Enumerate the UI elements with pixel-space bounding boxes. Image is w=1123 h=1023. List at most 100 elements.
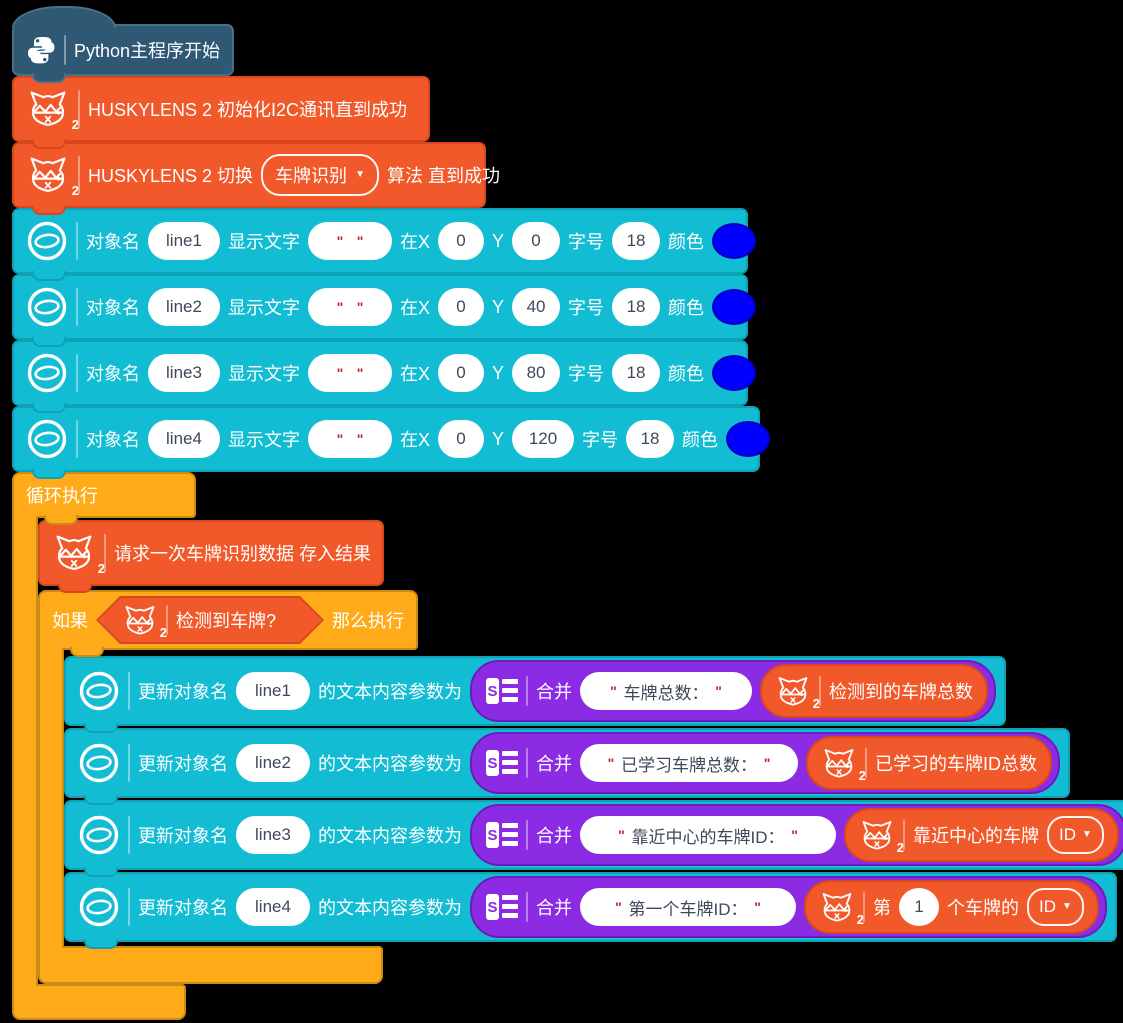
x-input[interactable]: 0 <box>438 354 485 392</box>
display-text-input[interactable]: " " <box>308 288 392 326</box>
font-size-label: 字号 <box>568 298 605 318</box>
python-start-hat-block[interactable]: Python主程序开始 <box>12 6 234 83</box>
chevron-down-icon: ▼ <box>1062 901 1072 912</box>
join-text-input[interactable]: " 第一个车牌ID： " <box>580 888 796 926</box>
font-size-label: 字号 <box>568 232 605 252</box>
huskylens-version-badge: 2 <box>71 117 79 132</box>
color-swatch[interactable] <box>712 289 757 325</box>
at-x-label: 在X <box>400 364 431 384</box>
quote-mark: " <box>610 683 617 699</box>
quote-mark: " <box>715 683 722 699</box>
object-name-input[interactable]: line1 <box>148 222 220 260</box>
chevron-down-icon: ▼ <box>1082 829 1092 840</box>
huskylens-init-block[interactable]: 2 HUSKYLENS 2 初始化I2C通讯直到成功 <box>12 76 430 149</box>
huskylens-request-block[interactable]: 2 请求一次车牌识别数据 存入结果 <box>38 520 384 593</box>
y-label: Y <box>492 230 505 251</box>
quote-mark: " <box>336 431 344 447</box>
join-text-input[interactable]: " 已学习车牌总数： " <box>580 744 798 782</box>
loop-forever-block[interactable]: 循环执行 <box>12 472 196 525</box>
if-block[interactable]: 如果 2 检测到车牌? 那么执行 <box>38 590 418 657</box>
y-input[interactable]: 120 <box>512 420 575 458</box>
object-name-label: 对象名 <box>86 232 140 252</box>
switch-block-prefix: HUSKYLENS 2 切换 <box>88 166 254 186</box>
object-name-input[interactable]: line4 <box>148 420 220 458</box>
object-name-input[interactable]: line2 <box>236 744 310 782</box>
display-text-value <box>345 297 354 317</box>
color-swatch[interactable] <box>712 355 757 391</box>
quote-mark: " <box>336 365 344 381</box>
object-name-label: 对象名 <box>86 430 140 450</box>
object-name-input[interactable]: line2 <box>148 288 220 326</box>
x-input[interactable]: 0 <box>438 420 485 458</box>
font-size-input[interactable]: 18 <box>612 288 661 326</box>
object-name-value: line3 <box>166 363 202 382</box>
x-input[interactable]: 0 <box>438 288 485 326</box>
huskylens-switch-algorithm-block[interactable]: 2 HUSKYLENS 2 切换 车牌识别 ▼ 算法 直到成功 <box>12 142 500 215</box>
font-size-input[interactable]: 18 <box>612 222 661 260</box>
object-name-input[interactable]: line3 <box>236 816 310 854</box>
display-icon <box>78 742 120 784</box>
plate-index-input[interactable]: 1 <box>899 888 939 926</box>
update-text-block[interactable]: 更新对象名 line3 的文本内容参数为 S 合并 " 靠近中心的车牌ID： "… <box>64 800 1123 877</box>
at-x-label: 在X <box>400 298 431 318</box>
update-text-block[interactable]: 更新对象名 line4 的文本内容参数为 S 合并 " 第一个车牌ID： " 2… <box>64 872 1117 949</box>
quote-mark: " <box>607 755 615 771</box>
update-text-block[interactable]: 更新对象名 line2 的文本内容参数为 S 合并 " 已学习车牌总数： " 2… <box>64 728 1070 805</box>
quote-mark: " <box>615 899 622 915</box>
color-label: 颜色 <box>668 364 705 384</box>
y-input[interactable]: 80 <box>512 354 561 392</box>
display-text-block[interactable]: 对象名 line2 显示文字 " " 在X 0 Y 40 字号 18 颜色 <box>12 274 757 347</box>
y-value: 0 <box>531 231 541 250</box>
color-swatch[interactable] <box>726 421 771 457</box>
boolean-condition-block[interactable]: 2 检测到车牌? <box>96 596 324 644</box>
object-name-input[interactable]: line3 <box>148 354 220 392</box>
color-swatch[interactable] <box>712 223 757 259</box>
font-size-input[interactable]: 18 <box>626 420 675 458</box>
object-name-value: line2 <box>166 297 202 316</box>
display-text-block[interactable]: 对象名 line4 显示文字 " " 在X 0 Y 120 字号 18 颜色 <box>12 406 771 479</box>
if-left-arm <box>38 648 64 948</box>
display-icon <box>26 352 68 394</box>
display-text-input[interactable]: " " <box>308 354 392 392</box>
reporter-property-dropdown[interactable]: ID ▼ <box>1047 816 1104 854</box>
quote-mark: " <box>763 755 771 771</box>
huskylens-reporter-block[interactable]: 2 检测到的车牌总数 <box>760 664 988 718</box>
divider <box>128 816 130 854</box>
display-text-block[interactable]: 对象名 line3 显示文字 " " 在X 0 Y 80 字号 18 颜色 <box>12 340 757 413</box>
join-block[interactable]: S 合并 " 第一个车牌ID： " 2 第 1 个车牌的 ID ▼ <box>470 876 1107 938</box>
loop-label: 循环执行 <box>26 486 98 506</box>
reporter-property-dropdown[interactable]: ID ▼ <box>1027 888 1084 926</box>
update-prefix-label: 更新对象名 <box>138 898 228 918</box>
object-name-input[interactable]: line1 <box>236 672 310 710</box>
join-block[interactable]: S 合并 " 已学习车牌总数： " 2 已学习的车牌ID总数 <box>470 732 1060 794</box>
update-text-block[interactable]: 更新对象名 line1 的文本内容参数为 S 合并 " 车牌总数： " 2 检测… <box>64 656 1006 733</box>
display-text-block[interactable]: 对象名 line1 显示文字 " " 在X 0 Y 0 字号 18 颜色 <box>12 208 757 281</box>
object-name-input[interactable]: line4 <box>236 888 310 926</box>
display-text-input[interactable]: " " <box>308 420 392 458</box>
quote-mark: " <box>356 365 364 381</box>
show-text-label: 显示文字 <box>228 430 300 450</box>
divider <box>76 354 78 392</box>
huskylens-version-badge: 2 <box>71 183 79 198</box>
loop-bottom-bar <box>12 984 186 1020</box>
join-text-input[interactable]: " 车牌总数： " <box>580 672 752 710</box>
huskylens-icon: 2 <box>775 675 820 711</box>
huskylens-icon: 2 <box>821 747 866 783</box>
display-icon <box>78 814 120 856</box>
huskylens-reporter-block[interactable]: 2 已学习的车牌ID总数 <box>806 736 1052 790</box>
condition-label: 检测到车牌? <box>176 611 277 631</box>
display-text-input[interactable]: " " <box>308 222 392 260</box>
y-input[interactable]: 0 <box>512 222 561 260</box>
huskylens-icon: 2 <box>122 604 167 640</box>
x-input[interactable]: 0 <box>438 222 485 260</box>
y-input[interactable]: 40 <box>512 288 561 326</box>
request-block-label: 请求一次车牌识别数据 存入结果 <box>114 544 371 564</box>
join-block[interactable]: S 合并 " 车牌总数： " 2 检测到的车牌总数 <box>470 660 996 722</box>
join-block[interactable]: S 合并 " 靠近中心的车牌ID： " 2 靠近中心的车牌 ID ▼ <box>470 804 1123 866</box>
font-size-input[interactable]: 18 <box>612 354 661 392</box>
display-icon <box>78 886 120 928</box>
huskylens-reporter-block[interactable]: 2 第 1 个车牌的 ID ▼ <box>804 880 1099 934</box>
join-text-input[interactable]: " 靠近中心的车牌ID： " <box>580 816 836 854</box>
huskylens-reporter-block[interactable]: 2 靠近中心的车牌 ID ▼ <box>844 808 1119 862</box>
algorithm-dropdown[interactable]: 车牌识别 ▼ <box>261 154 379 196</box>
